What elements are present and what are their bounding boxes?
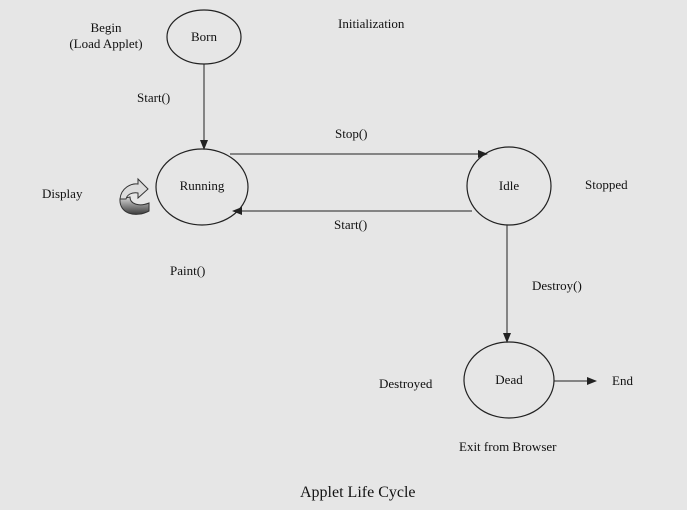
start-label-born: Start() (137, 90, 171, 105)
paint-label: Paint() (170, 263, 206, 278)
born-state-label: Born (191, 29, 217, 44)
stop-label: Stop() (335, 126, 368, 141)
idle-state-label: Idle (498, 178, 520, 193)
begin-label: Begin (Load Applet) (54, 20, 158, 52)
end-label: End (612, 373, 633, 388)
start-label-idle: Start() (334, 217, 368, 232)
exit-from-browser-label: Exit from Browser (459, 439, 557, 454)
destroyed-label: Destroyed (379, 376, 433, 391)
running-state-label: Running (179, 178, 225, 193)
dead-state-label: Dead (495, 372, 523, 387)
begin-label-line1: Begin (90, 20, 122, 35)
display-label: Display (42, 186, 83, 201)
begin-label-line2: (Load Applet) (69, 36, 143, 51)
curved-arrow-icon (119, 177, 150, 215)
idle-state-node (466, 146, 552, 226)
stopped-label: Stopped (585, 177, 628, 192)
destroy-label: Destroy() (532, 278, 582, 293)
diagram-caption: Applet Life Cycle (300, 484, 416, 501)
initialization-label: Initialization (338, 16, 405, 31)
